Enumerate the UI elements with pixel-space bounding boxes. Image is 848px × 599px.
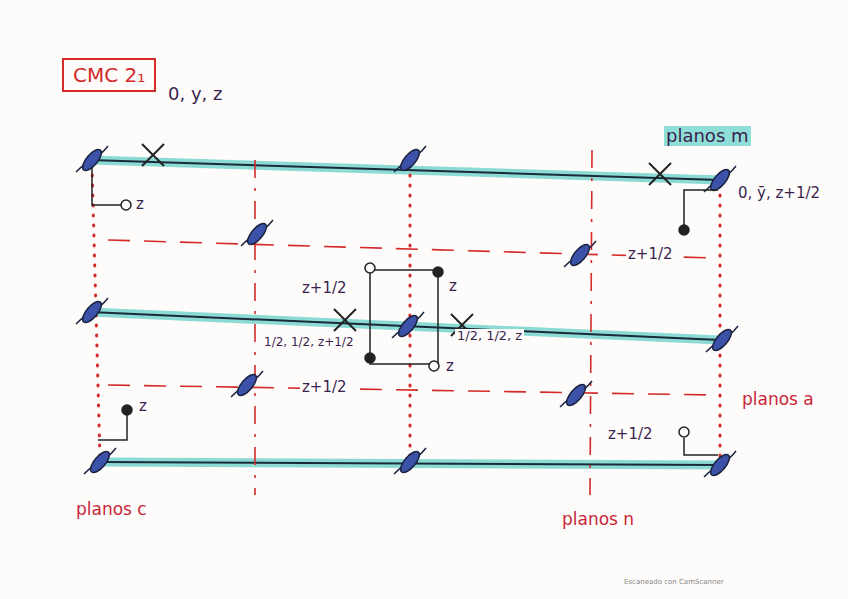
a-glide-planes [108,240,712,395]
plane-label: planos a [740,390,816,409]
coordinate-label: z [447,278,459,295]
coordinate-label: z+1/2 [626,246,675,263]
plane-label: planos m [664,126,751,146]
coordinate-label: 1/2, 1/2, z [455,329,524,343]
coordinate-label: z+1/2 [606,426,655,443]
title-box: CMC 2₁ [62,58,156,92]
coordinate-label: 1/2, 1/2, z+1/2 [262,336,356,349]
plane-label: planos c [74,500,149,519]
coordinate-label: z+1/2 [300,379,349,396]
position-marks [142,144,671,336]
coordinate-label: z [137,398,149,415]
coordinate-label: z+1/2 [300,280,349,297]
plane-label: planos n [560,510,636,529]
screw-axes [76,146,738,478]
coordinate-label: z [444,358,456,375]
mirror-planes [90,160,720,465]
coordinate-label: 0, y, z [166,84,224,104]
n-glide-planes [255,150,592,495]
coordinate-label: 0, ȳ, z+1/2 [736,185,822,202]
coordinate-label: z [134,196,146,213]
atom-positions [92,168,718,455]
watermark: Escaneado con CamScanner [622,579,726,587]
c-glide-planes [92,165,720,462]
